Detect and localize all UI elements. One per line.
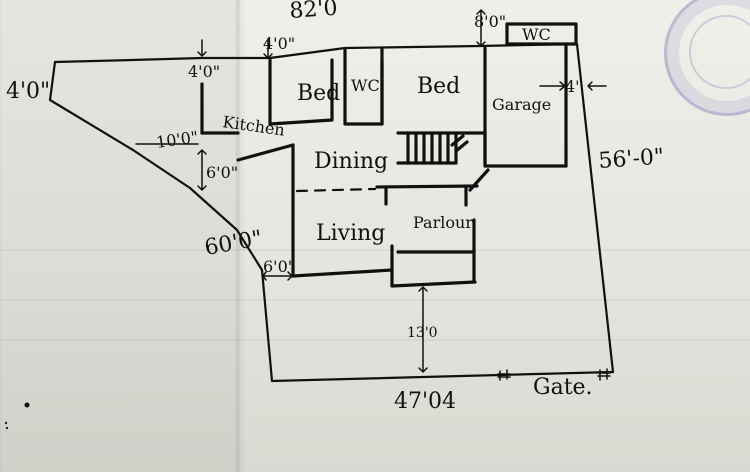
left-bed-label: Bed [297,81,340,106]
dining-living-divider [295,187,377,193]
top-wc-box [505,22,578,46]
stair-right-wall [454,131,487,165]
gate-right-post [597,368,611,381]
kitchen-offset-dimension-label: 10'0" [155,127,200,152]
right-gap-dimension [539,81,607,91]
living-bottom-wall [291,268,394,278]
bottom-boundary-line [270,370,615,383]
right-gap-dimension-label: 4' [565,77,580,96]
top-dimension-label: 82'0 [289,0,339,24]
garage-link-wall [468,168,490,192]
stair-steps [406,131,450,165]
small-mark [5,426,9,430]
kitchen-label: Kitchen [221,112,286,140]
slope-dimension-label: 60'0" [203,226,265,261]
left-wc-label: WC [351,76,380,95]
left-bed-walls [268,58,334,126]
front-setback-dimension-label: 13'0 [407,325,438,341]
top-right-dimension-label: 8'0" [474,12,506,31]
gate-left-post [497,369,511,381]
side-dimension-label: 56'-0" [598,144,665,174]
dining-offset-dimension-line [197,149,207,191]
right-boundary-line [575,42,615,374]
dining-left-wall [236,143,295,162]
parlour-label: Parlour [413,213,473,232]
upper-gap-dimension-arrow-two [263,39,273,59]
top-boundary-line [53,42,579,64]
living-offset-dimension-label: 6'0" [263,257,295,276]
left-edge-dimension-label: 4'0" [6,79,50,104]
dining-label: Dining [314,149,388,174]
bottom-dimension-label: 47'04 [394,389,456,414]
left-gap-dimension-label: 4'0" [188,62,220,81]
top-wc-label: WC [522,25,551,44]
right-bed-label: Bed [417,74,460,99]
living-offset-dimension-line [262,271,293,281]
stair-outline [396,131,458,165]
living-label: Living [316,221,385,246]
stair-arrow [450,134,469,153]
dining-parlour-top-wall [375,184,479,189]
small-mark [4,421,8,425]
front-setback-dimension-line [418,286,428,373]
small-mark [24,402,30,408]
living-parlour-wall [390,244,477,288]
upper-gap-dimension-label: 4'0" [263,34,295,53]
gate-label: Gate. [533,375,593,400]
garage-label: Garage [492,95,551,114]
left-page-shadow [0,0,240,472]
dining-offset-dimension-label: 6'0" [206,163,238,182]
left-boundary-line [48,60,274,383]
top-right-vertical-dimension [476,9,486,47]
upper-gap-dimension-arrow [197,39,207,57]
